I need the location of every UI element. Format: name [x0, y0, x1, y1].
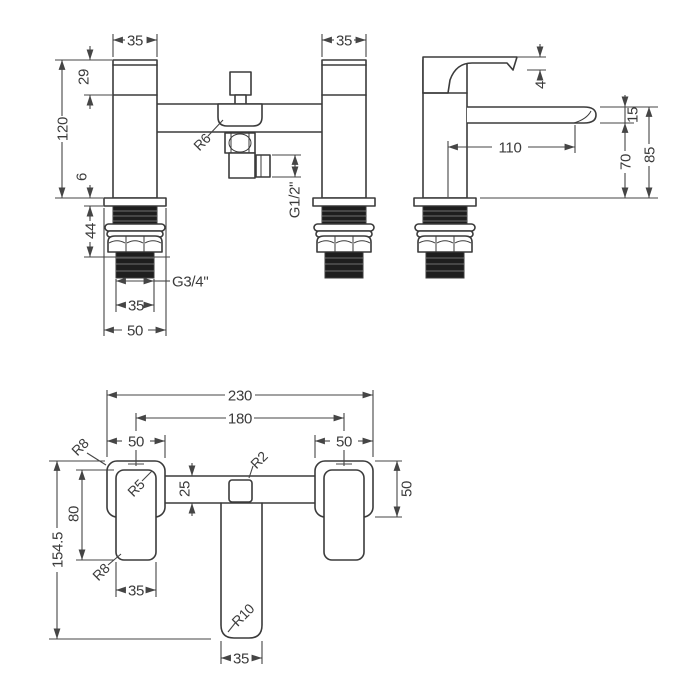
front-left-column — [112, 59, 158, 199]
dim-plan-spout-width: 35 — [233, 650, 249, 667]
dim-front-width-right: 35 — [336, 32, 352, 49]
plan-view-dimensions: 230 180 50 50 25 50 — [49, 387, 415, 667]
plan-view-outline — [106, 460, 374, 639]
hose-coupler — [255, 154, 271, 178]
plan-crossbar — [164, 475, 316, 504]
side-view: 4 110 15 70 85 — [413, 44, 658, 279]
front-view-outline — [103, 59, 376, 279]
diverter-knob — [229, 71, 252, 96]
front-view-dimensions: 35 35 29 120 6 44 — [54, 32, 367, 339]
dim-side-height: 85 — [641, 147, 658, 163]
dim-side-lever-thickness: 4 — [532, 81, 549, 89]
dim-plan-handle-length: 80 — [65, 506, 82, 522]
side-view-dimensions: 4 110 15 70 85 — [447, 44, 658, 199]
dim-plan-body-width-right: 50 — [336, 433, 352, 450]
front-right-base — [312, 197, 376, 279]
diverter-housing — [217, 103, 263, 127]
dim-plan-handle-width: 35 — [128, 582, 144, 599]
plan-left-handle — [115, 469, 157, 561]
side-base — [413, 197, 477, 279]
dim-front-width-left: 35 — [127, 32, 143, 49]
dim-plan-overall-depth: 154.5 — [49, 532, 66, 568]
front-right-column — [321, 59, 367, 199]
plan-spout — [220, 502, 263, 639]
dim-plan-bar-depth: 25 — [176, 481, 193, 497]
plan-view: 230 180 50 50 25 50 — [49, 387, 415, 667]
dim-front-deck-thickness: 6 — [73, 173, 90, 181]
label-tail-thread: G3/4" — [172, 273, 208, 290]
front-view: 35 35 29 120 6 44 — [54, 32, 376, 339]
dim-plan-body-width-left: 50 — [128, 433, 144, 450]
label-hose-thread: G1/2" — [286, 182, 303, 218]
dim-side-spout-reach: 110 — [498, 139, 521, 156]
dim-front-shank-width: 35 — [128, 297, 144, 314]
dim-front-handle-height: 29 — [75, 69, 92, 85]
label-plan-body-radius: R8 — [68, 435, 92, 459]
dim-side-spout-depth: 15 — [624, 107, 641, 123]
dim-side-clearance: 70 — [617, 154, 634, 170]
side-view-outline — [413, 56, 597, 279]
side-lever — [422, 56, 518, 94]
side-spout — [467, 106, 597, 124]
diverter-stem — [234, 94, 247, 105]
dim-plan-overall-width: 230 — [228, 387, 252, 404]
dim-front-shank-length: 44 — [82, 223, 99, 239]
label-plan-spout-radius: R10 — [229, 600, 258, 629]
dim-front-base-width: 50 — [127, 322, 143, 339]
plan-diverter-button — [228, 479, 253, 503]
dim-front-body-height: 120 — [54, 117, 71, 141]
dim-plan-hole-centres: 180 — [228, 410, 252, 427]
label-plan-button-radius: R2 — [247, 448, 271, 472]
plan-right-handle — [323, 469, 365, 561]
dim-plan-body-depth: 50 — [398, 481, 415, 497]
hose-outlet — [228, 152, 256, 179]
front-left-base — [103, 197, 167, 279]
